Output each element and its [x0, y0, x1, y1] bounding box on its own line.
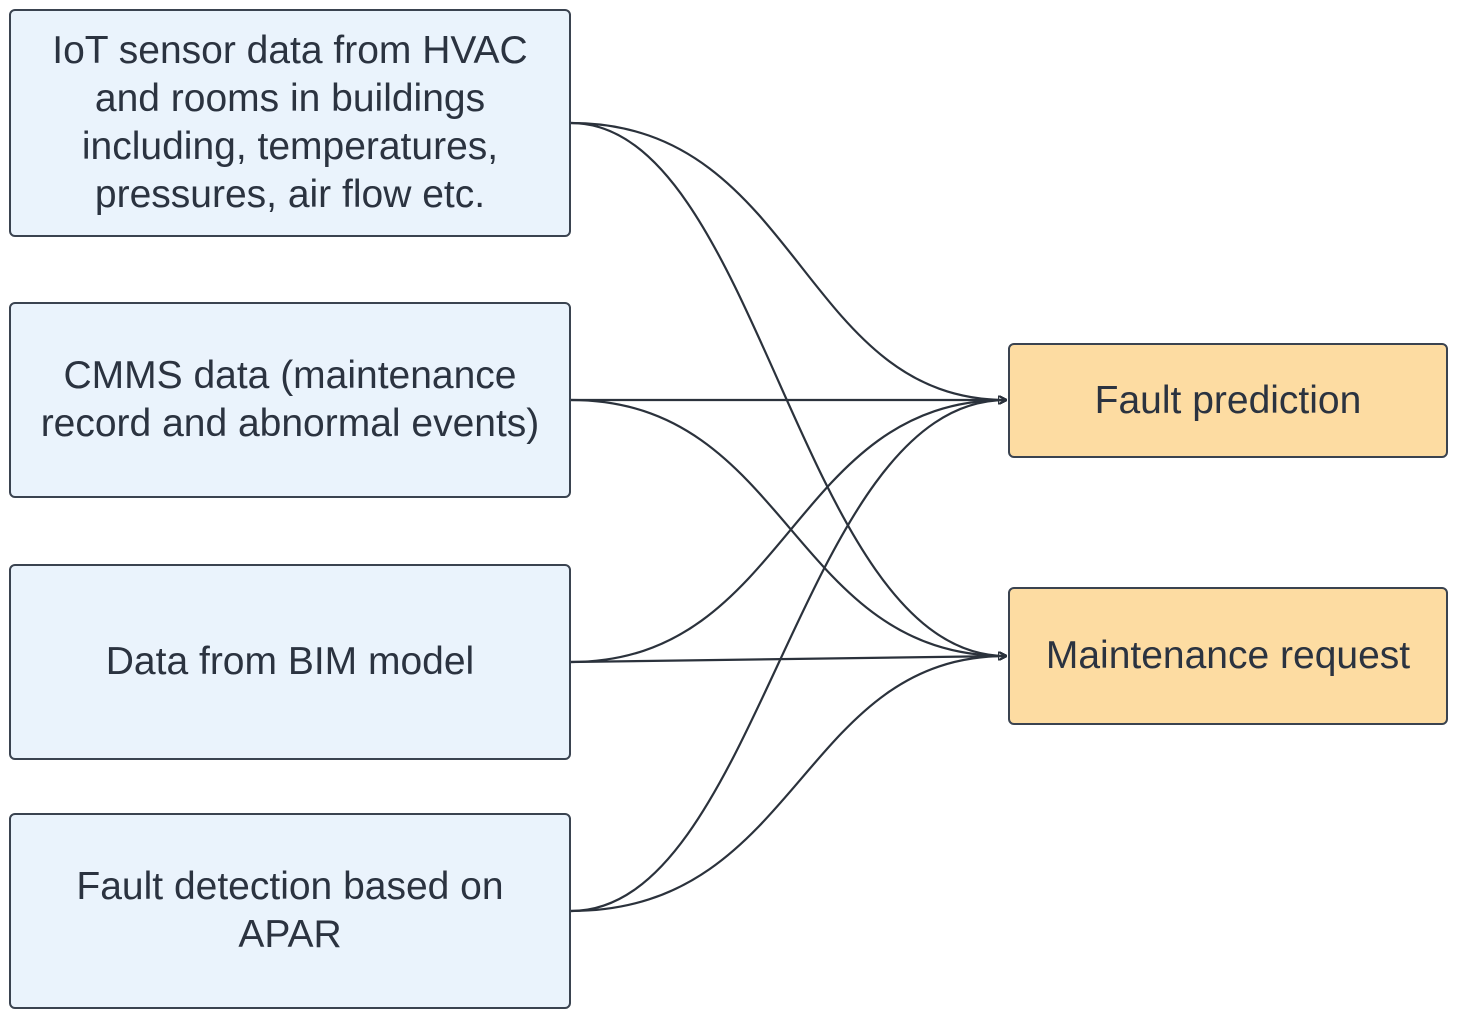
maintenance-request-label: Maintenance request [1045, 634, 1411, 677]
edge-fault-detection-to-fault-prediction [570, 400, 1006, 913]
bim-data-box: Data from BIM model [9, 564, 571, 760]
iot-sensor-data-box: IoT sensor data from HVAC and rooms in b… [9, 9, 571, 237]
edge-iot-to-maintenance-request [570, 121, 1006, 656]
edge-fault-detection-to-maintenance-request [570, 656, 1006, 913]
cmms-data-label: CMMS data (maintenance record and abnorm… [40, 354, 540, 445]
fault-prediction-box: Fault prediction [1008, 343, 1448, 458]
cmms-data-box: CMMS data (maintenance record and abnorm… [9, 302, 571, 498]
fault-detection-box: Fault detection based on APAR [9, 813, 571, 1009]
edge-bim-to-fault-prediction [570, 400, 1006, 664]
maintenance-request-box: Maintenance request [1008, 587, 1448, 725]
edge-iot-to-fault-prediction [570, 121, 1006, 400]
fault-detection-label: Fault detection based on APAR [76, 865, 504, 956]
fault-prediction-label: Fault prediction [1094, 378, 1362, 422]
bim-data-label: Data from BIM model [105, 640, 475, 683]
iot-sensor-data-label: IoT sensor data from HVAC and rooms in b… [52, 29, 528, 216]
edge-bim-to-maintenance-request [570, 656, 1006, 664]
edge-cmms-to-maintenance-request [570, 398, 1006, 656]
